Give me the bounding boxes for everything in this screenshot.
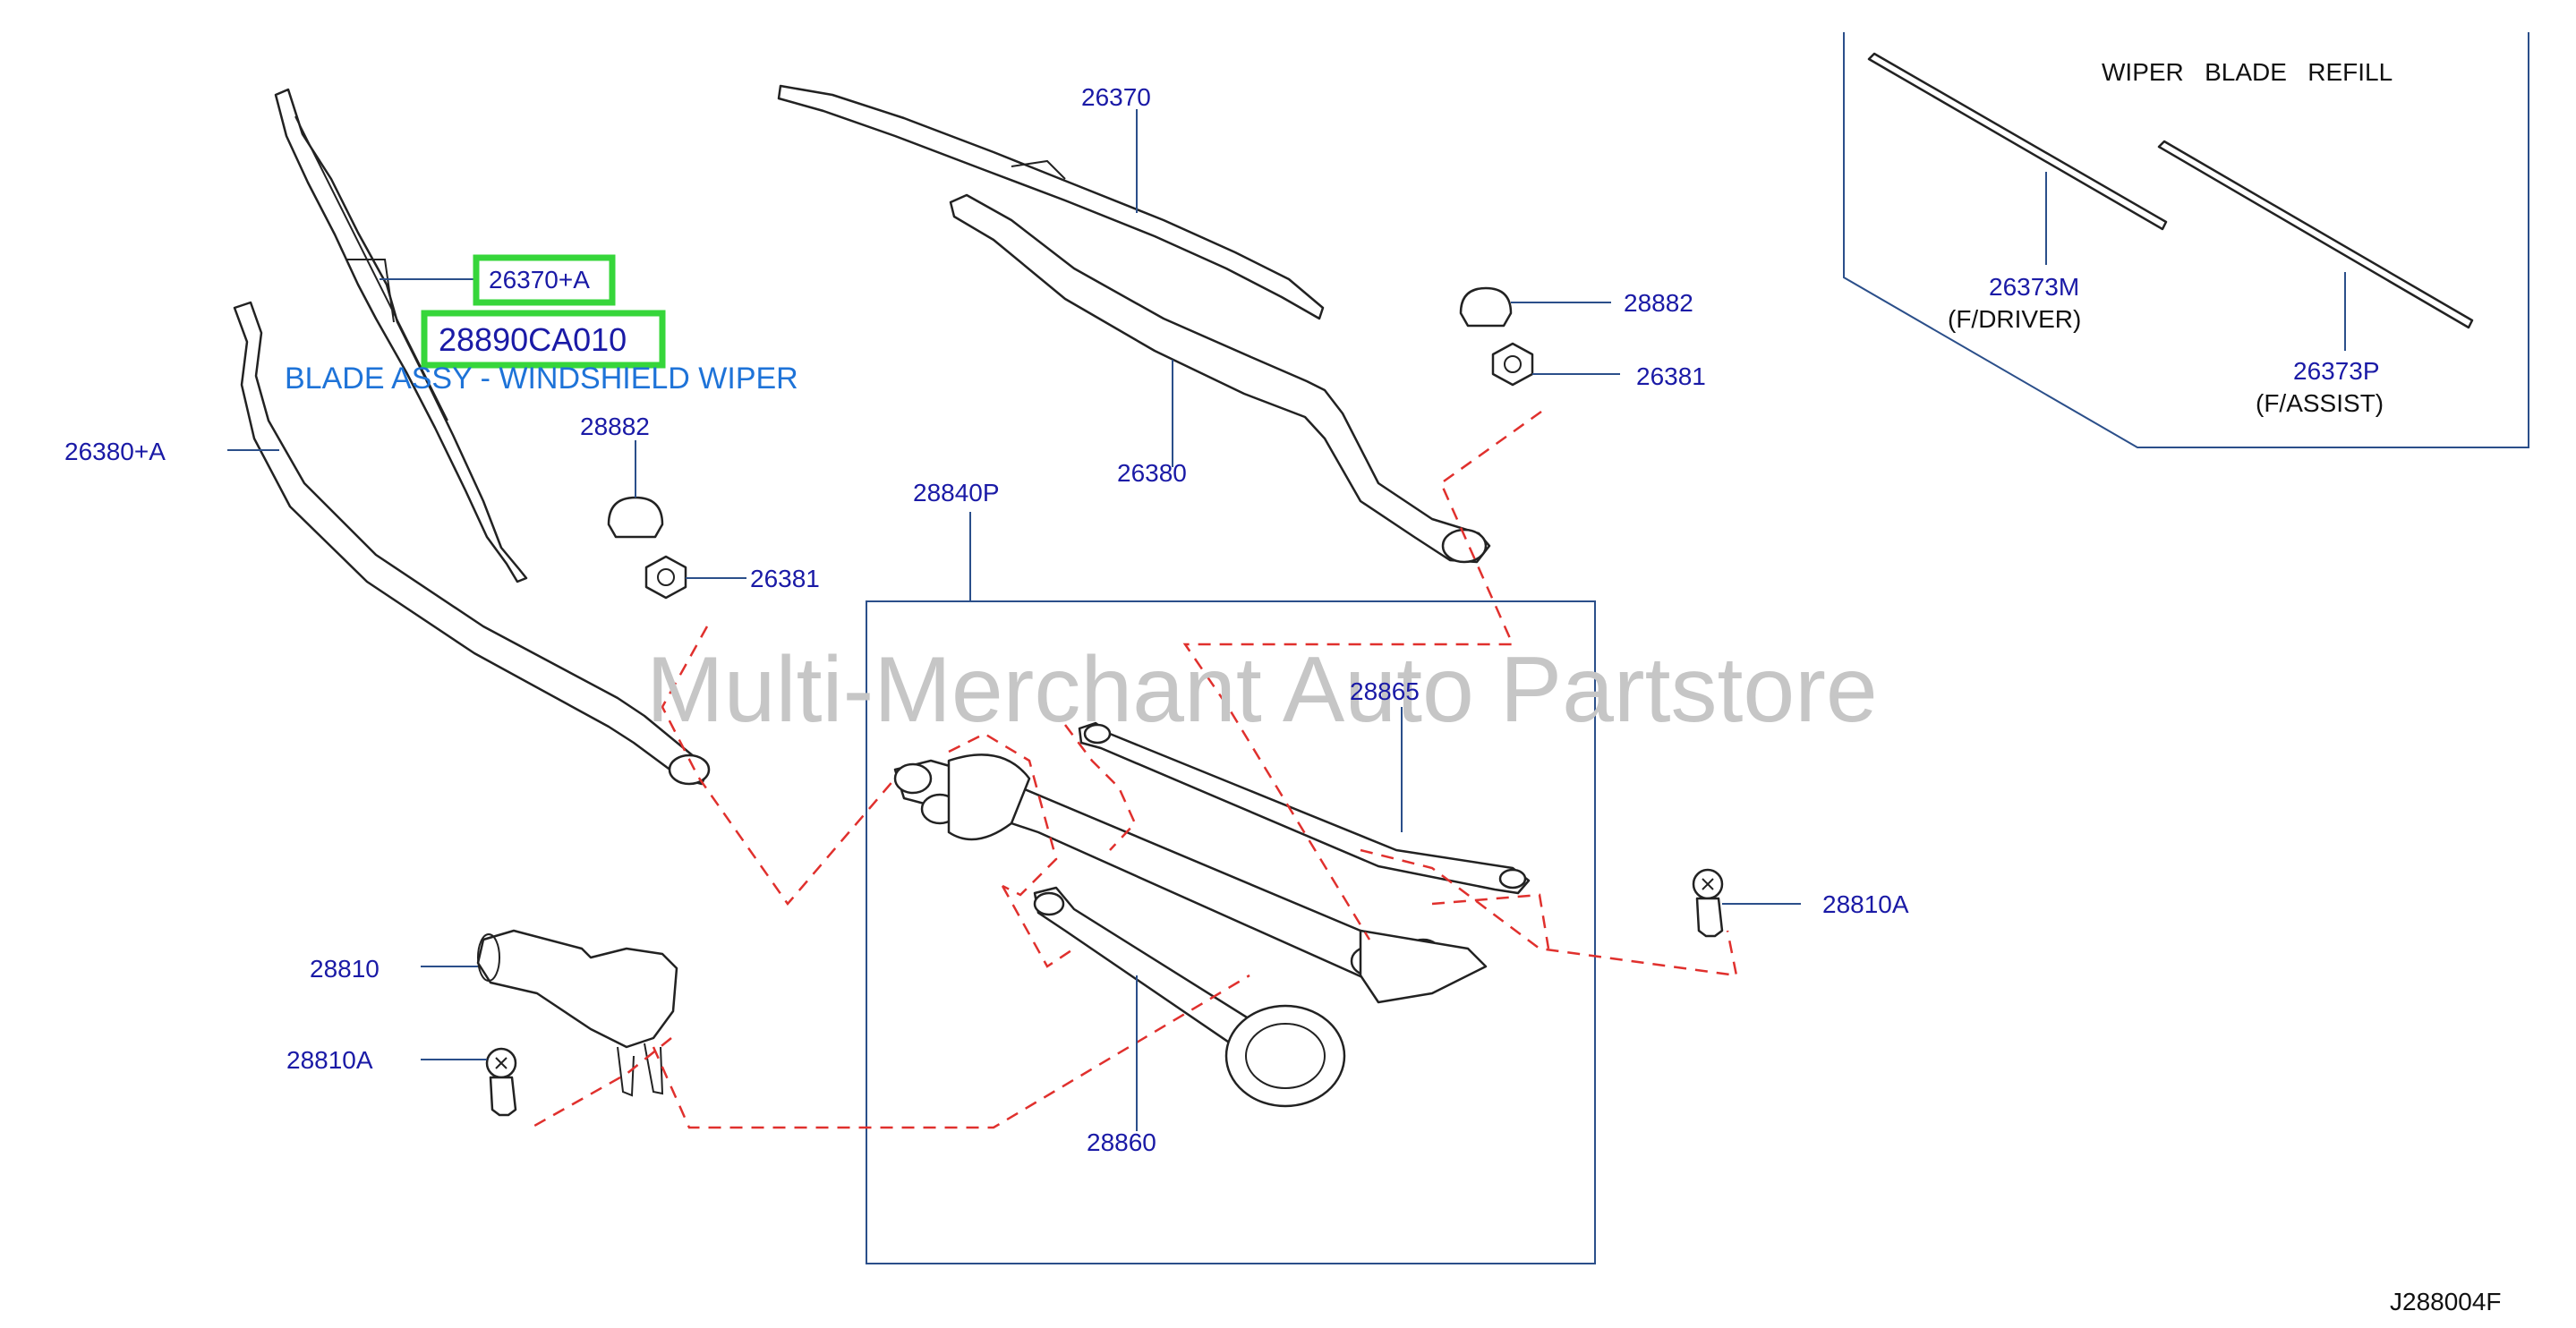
refill-assist-strip[interactable] (2157, 140, 2474, 329)
label-link-assy[interactable]: 28840P (913, 479, 1000, 507)
dashed-reference-lines (527, 410, 1738, 1131)
label-link-rod[interactable]: 28865 (1350, 677, 1420, 705)
bolt-left[interactable] (485, 1047, 517, 1117)
crank-arm[interactable] (1033, 886, 1346, 1108)
label-nut-left[interactable]: 26381 (750, 565, 820, 592)
pivot-cap-right[interactable] (1459, 286, 1513, 328)
link-assembly[interactable] (893, 753, 1488, 1004)
label-oem-number[interactable]: 28890CA010 (439, 321, 627, 358)
diagram-code: J288004F (2390, 1288, 2502, 1315)
link-assy-frame (866, 600, 1596, 1264)
pivot-nut-right[interactable] (1491, 342, 1534, 387)
right-wiper-arm[interactable] (949, 193, 1491, 564)
label-refill-driver[interactable]: 26373M (1989, 273, 2079, 301)
label-bolt-right[interactable]: 28810A (1822, 890, 1909, 918)
refill-panel-frame (1843, 32, 2529, 448)
label-refill-assist[interactable]: 26373P (2293, 357, 2380, 385)
left-wiper-blade[interactable] (274, 88, 528, 583)
refill-driver-strip[interactable] (1867, 52, 2168, 231)
label-cap-left[interactable]: 28882 (580, 413, 650, 440)
bolt-right[interactable] (1692, 868, 1724, 938)
pivot-nut-left[interactable] (644, 555, 687, 600)
highlight-box-oem (421, 310, 666, 369)
label-blade-right[interactable]: 26370 (1081, 83, 1151, 111)
refill-panel-title: WIPER BLADE REFILL (2102, 58, 2393, 86)
label-description: BLADE ASSY - WINDSHIELD WIPER (285, 362, 798, 396)
right-wiper-blade[interactable] (777, 84, 1325, 320)
label-refill-driver-note: (F/DRIVER) (1948, 305, 2081, 333)
highlight-box-part (473, 254, 616, 306)
label-motor[interactable]: 28810 (310, 955, 380, 983)
label-arm-right[interactable]: 26380 (1117, 459, 1187, 487)
label-refill-assist-note: (F/ASSIST) (2256, 389, 2384, 417)
label-cap-right[interactable]: 28882 (1624, 289, 1693, 317)
label-highlight-part[interactable]: 26370+A (489, 266, 590, 294)
pivot-cap-left[interactable] (607, 496, 664, 539)
label-crank[interactable]: 28860 (1087, 1128, 1156, 1156)
link-rod[interactable] (1078, 721, 1531, 895)
label-arm-left[interactable]: 26380+A (64, 438, 166, 465)
leader-lines (227, 109, 2346, 1131)
watermark-text: Multi-Merchant Auto Partstore (646, 638, 1878, 742)
label-nut-right[interactable]: 26381 (1636, 362, 1706, 390)
wiper-motor[interactable] (476, 929, 678, 1097)
left-wiper-arm[interactable] (233, 301, 711, 786)
label-bolt-left[interactable]: 28810A (286, 1046, 373, 1074)
